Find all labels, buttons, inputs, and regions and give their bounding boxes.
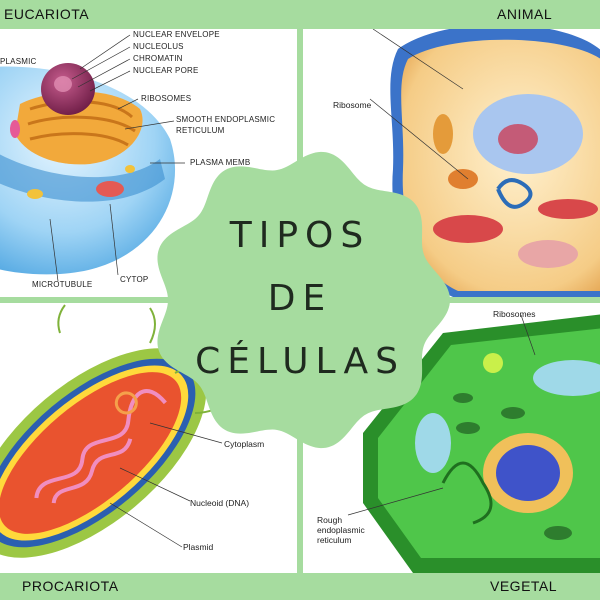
- prokaryotic-cell-panel: Cytoplasm Nucleoid (DNA) Plasmid: [0, 303, 297, 573]
- label-rough-er-1: Rough: [317, 515, 343, 525]
- plant-cell-panel: Ribosomes Rough endoplasmic reticulum: [303, 303, 600, 573]
- label-smooth-er-1: SMOOTH ENDOPLASMIC: [176, 115, 276, 124]
- label-plant-ribosomes: Ribosomes: [493, 309, 536, 319]
- label-microtubule: MICROTUBULE: [32, 280, 93, 289]
- caption-procariota: PROCARIOTA: [22, 578, 119, 594]
- label-rough-er-3: reticulum: [317, 535, 352, 545]
- title-badge: TIPOS DE CÉLULAS: [145, 145, 455, 460]
- label-rough-er-2: endoplasmic: [317, 525, 365, 535]
- label-smooth-er-2: RETICULUM: [176, 126, 225, 135]
- animal-cell-illustration: [369, 29, 600, 297]
- caption-vegetal: VEGETAL: [490, 578, 558, 594]
- prokaryotic-cell-illustration: [0, 304, 236, 558]
- label-nucleoid: Nucleoid (DNA): [190, 498, 250, 508]
- label-plasma-membrane: PLASMA MEMB: [190, 158, 251, 167]
- title-line-2: DE: [267, 278, 333, 319]
- label-chromatin: CHROMATIN: [133, 54, 183, 63]
- label-nuclear-pore: NUCLEAR PORE: [133, 66, 199, 75]
- eukaryotic-cell-illustration: [0, 34, 185, 282]
- label-nuclear-envelope: NUCLEAR ENVELOPE: [133, 30, 220, 39]
- scalloped-badge-shape: [157, 151, 450, 449]
- caption-animal: ANIMAL: [497, 6, 553, 22]
- animal-cell-panel: Ribosome: [303, 29, 600, 297]
- label-plasmic: PLASMIC: [0, 57, 37, 66]
- title-line-3: CÉLULAS: [195, 341, 405, 382]
- label-animal-ribosome: Ribosome: [333, 100, 372, 110]
- label-ribosomes: RIBOSOMES: [141, 94, 192, 103]
- label-nucleolus: NUCLEOLUS: [133, 42, 184, 51]
- label-cytoplasm: CYTOP: [120, 275, 149, 284]
- title-line-1: TIPOS: [229, 215, 371, 256]
- eukaryotic-cell-panel: NUCLEAR ENVELOPE NUCLEOLUS CHROMATIN NUC…: [0, 29, 297, 297]
- plant-cell-illustration: [347, 314, 600, 573]
- label-plasmid: Plasmid: [183, 542, 214, 552]
- label-cytoplasm-pro: Cytoplasm: [224, 439, 265, 449]
- caption-eucariota: EUCARIOTA: [4, 6, 90, 22]
